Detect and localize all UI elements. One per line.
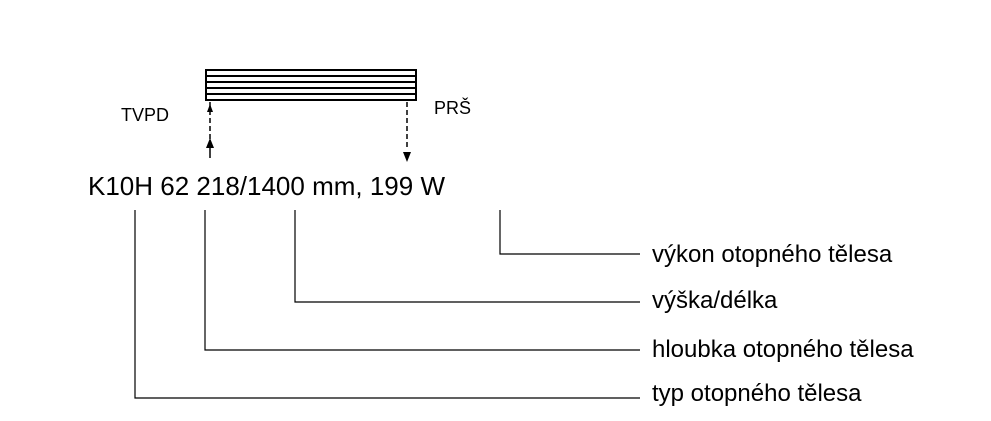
leader-line-height-length [294,210,640,303]
inlet-top-arrow-icon [207,104,213,112]
radiator-body [205,69,417,101]
outlet-connection [403,102,411,162]
leader-lines [134,210,640,399]
radiator-outline [205,69,417,101]
outlet-arrow-icon [403,152,411,162]
leader-line-depth [204,210,640,351]
explanation-type: typ otopného tělesa [652,380,862,407]
inlet-label: TVPD [121,105,169,125]
explanation-depth: hloubka otopného tělesa [652,336,914,363]
explanation-height-length: výška/délka [652,287,778,314]
outlet-label: PRŠ [434,97,471,118]
inlet-arrow-icon [206,138,214,148]
leader-line-power [499,210,640,255]
radiator-designation: K10H 62 218/1400 mm, 199 W [88,171,445,201]
inlet-connection [206,102,214,158]
leader-line-type [134,210,640,399]
explanation-power: výkon otopného tělesa [652,241,893,268]
